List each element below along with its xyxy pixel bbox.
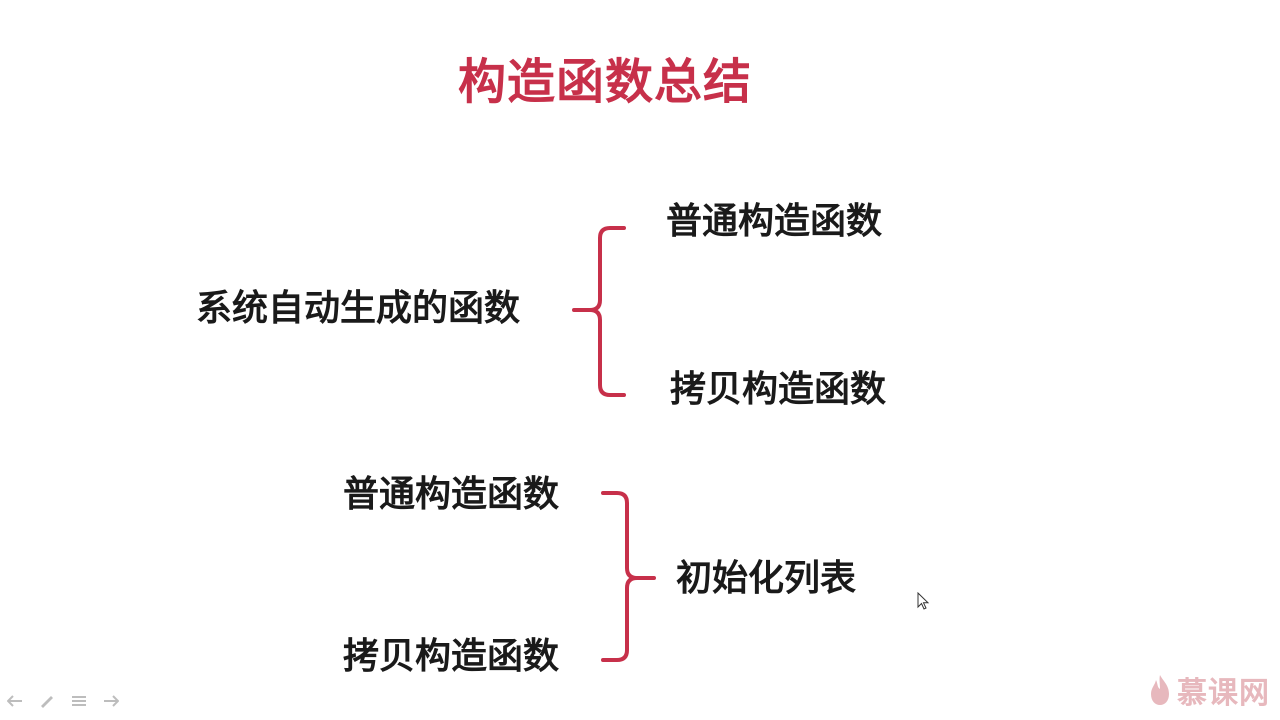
auto-generated-functions-label: 系统自动生成的函数 — [196, 288, 521, 329]
copy-constructor-label-2: 拷贝构造函数 — [343, 636, 560, 677]
right-curly-bracket — [601, 491, 656, 662]
copy-constructor-label: 拷贝构造函数 — [670, 369, 887, 410]
mouse-cursor-icon — [917, 592, 930, 610]
presentation-toolbar — [6, 694, 120, 708]
initializer-list-label: 初始化列表 — [676, 558, 857, 599]
normal-constructor-label: 普通构造函数 — [666, 201, 883, 242]
flame-logo-icon — [1151, 675, 1169, 705]
slide-title: 构造函数总结 — [457, 54, 752, 110]
imooc-watermark: 慕课网 — [1147, 668, 1270, 712]
back-arrow-icon[interactable] — [6, 694, 24, 708]
watermark-text: 慕课网 — [1177, 676, 1270, 711]
forward-arrow-icon[interactable] — [102, 694, 120, 708]
pen-icon[interactable] — [38, 694, 56, 708]
normal-constructor-label-2: 普通构造函数 — [343, 474, 560, 515]
left-curly-bracket — [572, 226, 626, 397]
menu-icon[interactable] — [70, 694, 88, 708]
